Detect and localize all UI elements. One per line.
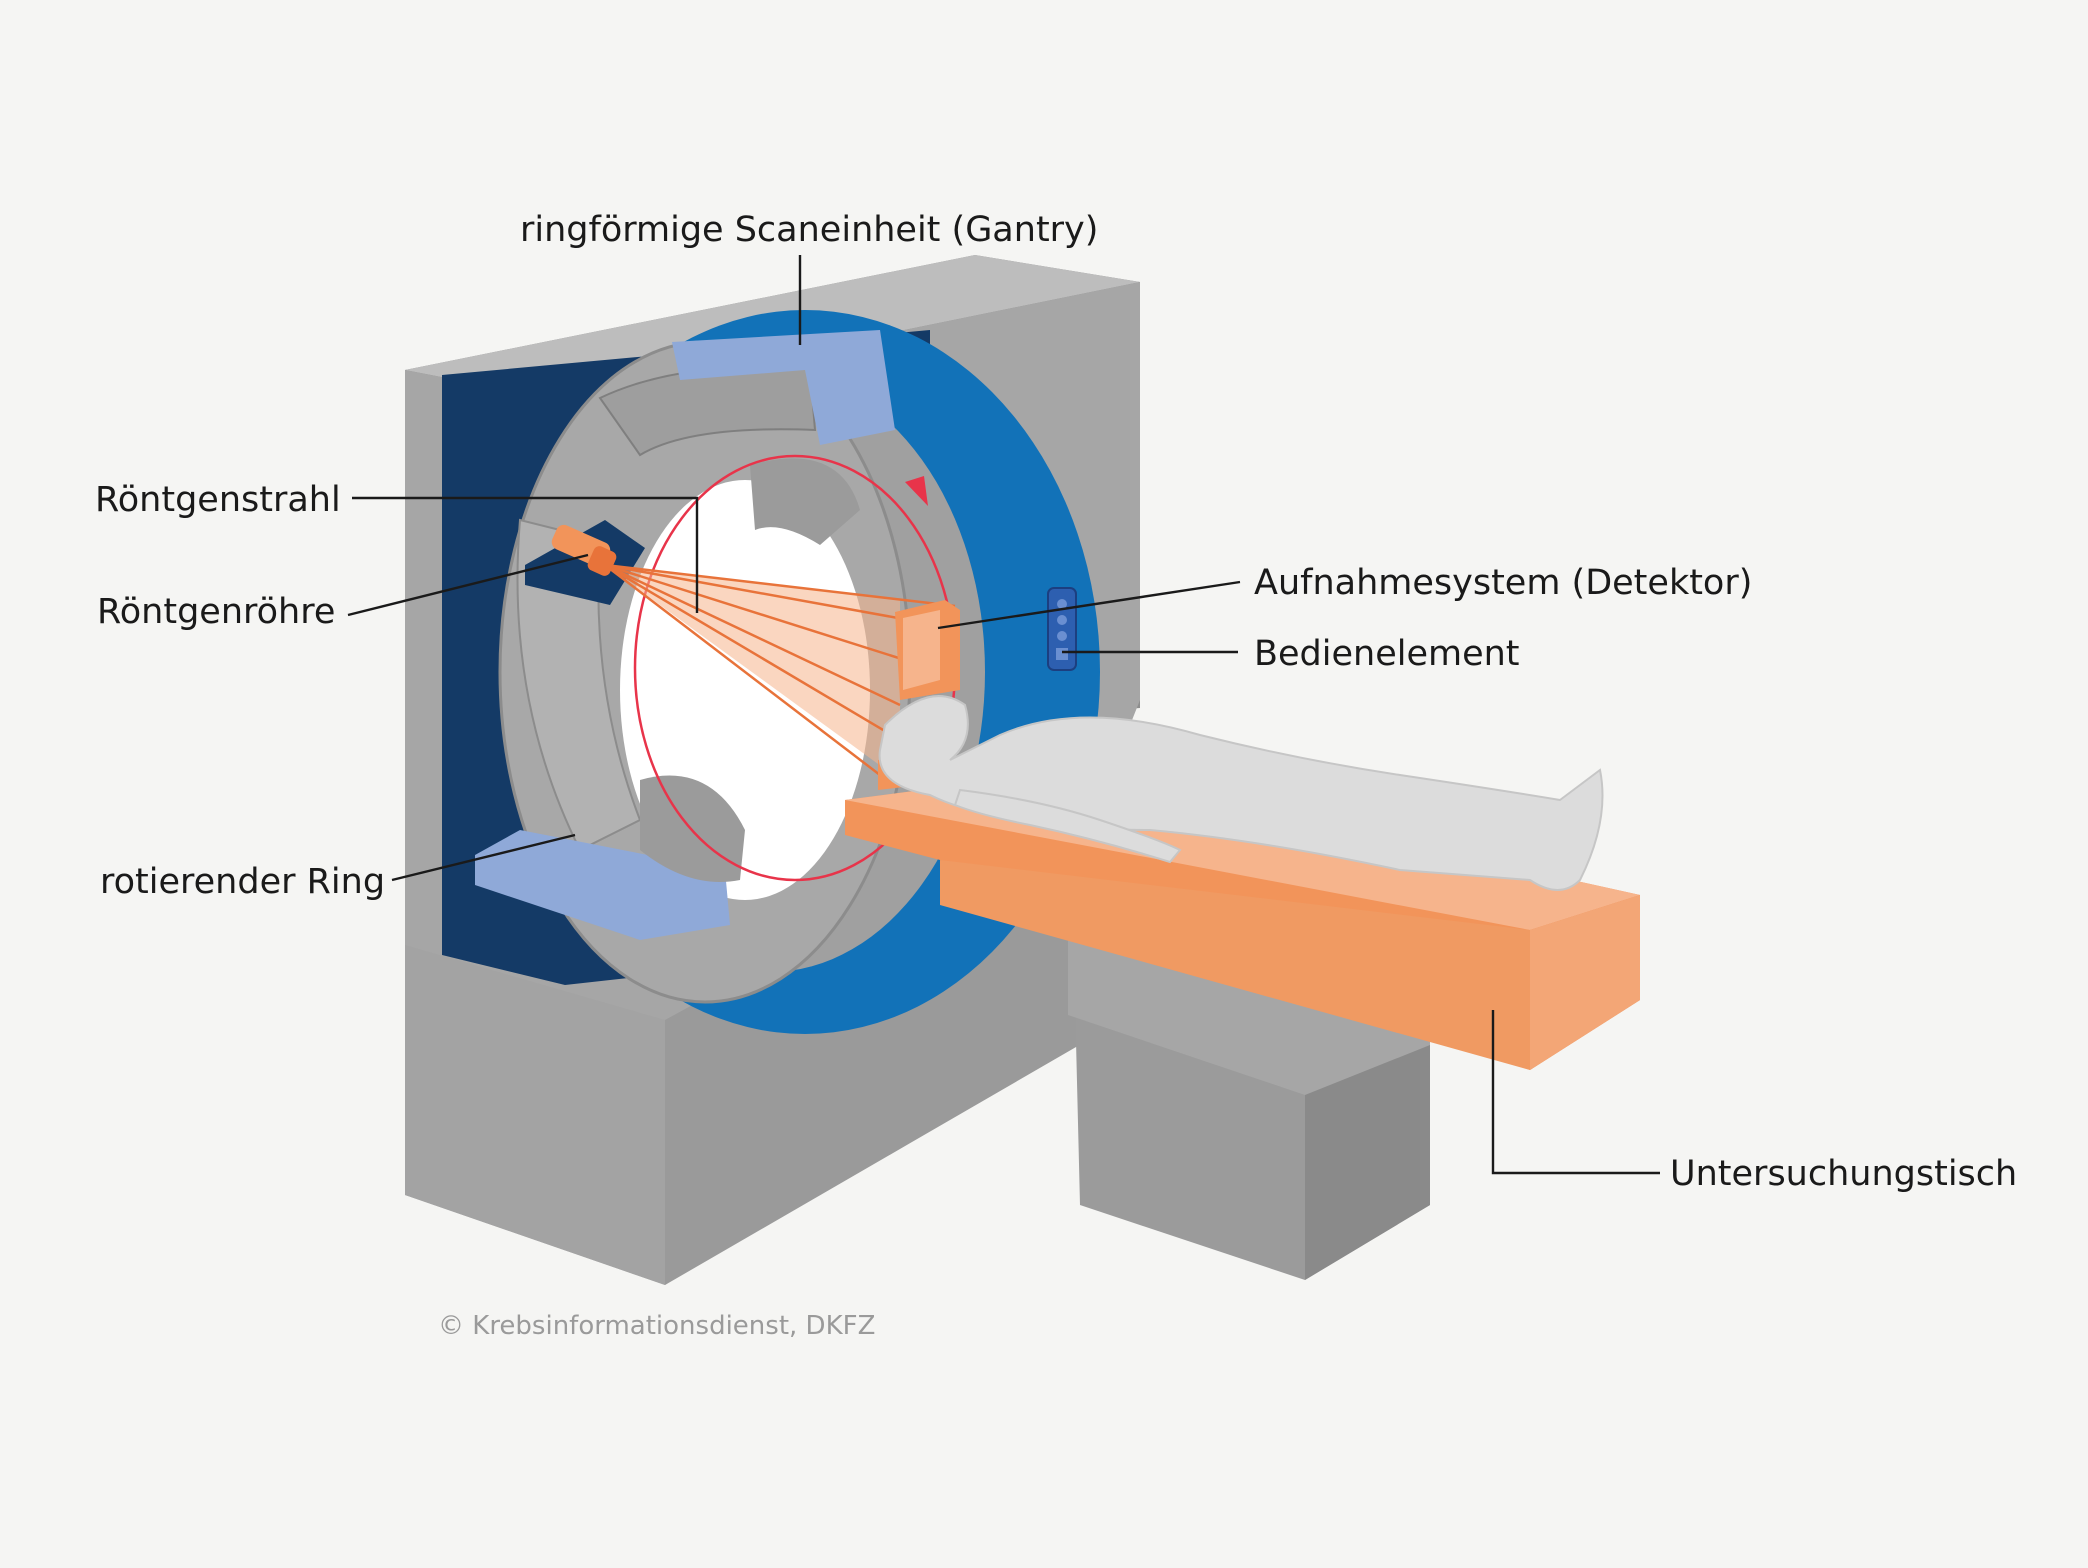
leader-tube	[347, 553, 589, 617]
leader-table	[1491, 1010, 1660, 1175]
xray-tube	[551, 524, 617, 576]
leader-detector	[937, 580, 1241, 630]
leader-beam	[352, 496, 699, 613]
label-control-element: Bedienelement	[1254, 634, 1520, 674]
label-detector: Aufnahmesystem (Detektor)	[1254, 563, 1752, 603]
leader-ring	[391, 833, 576, 882]
labels: ringförmige Scaneinheit (Gantry) Röntgen…	[95, 210, 2017, 1341]
patient-figure	[878, 695, 1604, 891]
copyright-notice: © Krebsinformationsdienst, DKFZ	[438, 1311, 875, 1341]
label-xray-beam: Röntgenstrahl	[95, 480, 341, 520]
label-xray-tube: Röntgenröhre	[97, 592, 335, 632]
leader-lines	[347, 255, 1660, 1175]
label-gantry: ringförmige Scaneinheit (Gantry)	[520, 210, 1098, 250]
label-rotating-ring: rotierender Ring	[100, 862, 385, 902]
label-examination-table: Untersuchungstisch	[1670, 1154, 2017, 1194]
xray-beam	[604, 563, 956, 780]
rotation-arrow-head	[905, 476, 928, 506]
control-panel	[1047, 587, 1077, 671]
